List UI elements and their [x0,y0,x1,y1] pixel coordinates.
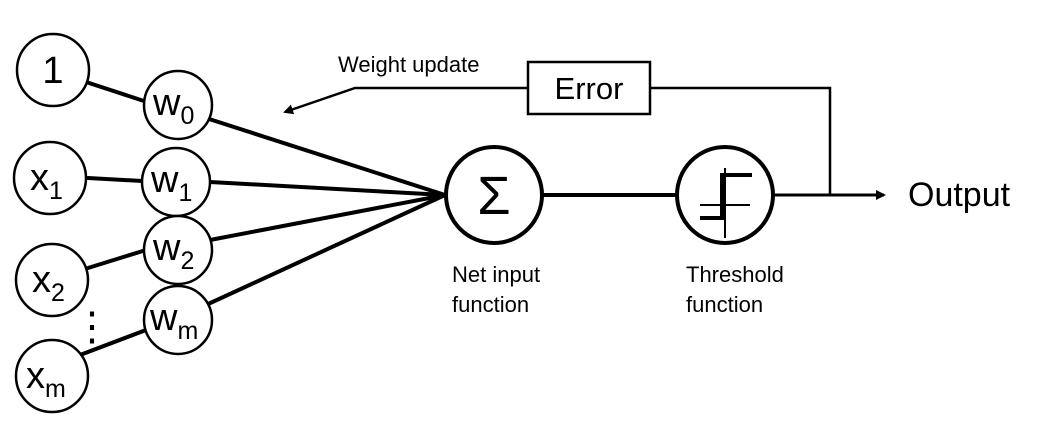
input-node-x1: x1 [12,140,88,216]
threshold-node [675,145,775,245]
weight-update-label: Weight update [338,52,479,77]
input-x2-label: x [32,259,51,301]
weight-w2-label: w [152,227,181,269]
net-input-caption-line2: function [452,292,529,317]
svg-text:xm: xm [26,355,66,403]
weight-w1-subscript: 1 [178,179,192,207]
svg-text:w2: w2 [152,227,194,275]
input-x2-subscript: 2 [51,279,65,307]
svg-text:1: 1 [42,50,63,92]
input-node-xm: xm [14,338,90,414]
summation-node: Σ [444,145,544,245]
edge-w1-to-sum [208,180,447,197]
edge-w2-to-sum [208,193,447,242]
edge-xm-to-wm [78,328,148,357]
edge-input-1-to-w0 [84,80,152,105]
weight-wm-label: w [149,297,178,339]
weight-w0-subscript: 0 [180,102,194,130]
weight-update-arrow [283,86,528,115]
net-input-caption-line1: Net input [452,262,540,287]
input-node-x2: x2 [14,242,90,318]
svg-text:wm: wm [149,297,198,345]
edge-x2-to-w2 [86,248,148,270]
input-node-bias: 1 [15,32,91,108]
threshold-caption-line2: function [686,292,763,317]
error-box [526,60,652,116]
svg-text:x2: x2 [32,259,65,307]
weight-w0-label: w [152,82,181,124]
weight-w2-subscript: 2 [180,247,194,275]
weight-node-w0: w0 [142,69,214,141]
output-label: Output [908,176,1011,214]
edge-w0-to-sum [204,116,447,197]
input-x1-subscript: 1 [49,177,63,205]
svg-text:w0: w0 [152,82,194,130]
error-label: Error [555,71,624,106]
input-x1-label: x [30,157,49,199]
input-xm-label: x [26,355,45,397]
error-feedback-line [650,86,832,195]
summation-symbol: Σ [477,166,510,226]
step-function-icon [700,168,752,238]
edge-wm-to-sum [204,193,447,307]
threshold-caption-line1: Threshold [686,262,784,287]
svg-text:x1: x1 [30,157,63,205]
svg-text:w1: w1 [150,159,192,207]
edge-x1-to-w1 [86,176,144,183]
weight-node-w1: w1 [140,146,212,218]
ellipsis: ⋮ [72,305,112,349]
weight-w1-label: w [150,159,179,201]
input-bias-label: 1 [42,50,63,92]
weight-node-w2: w2 [142,214,214,286]
weight-node-wm: wm [142,284,214,356]
weight-wm-subscript: m [177,317,198,345]
input-xm-subscript: m [45,375,66,403]
